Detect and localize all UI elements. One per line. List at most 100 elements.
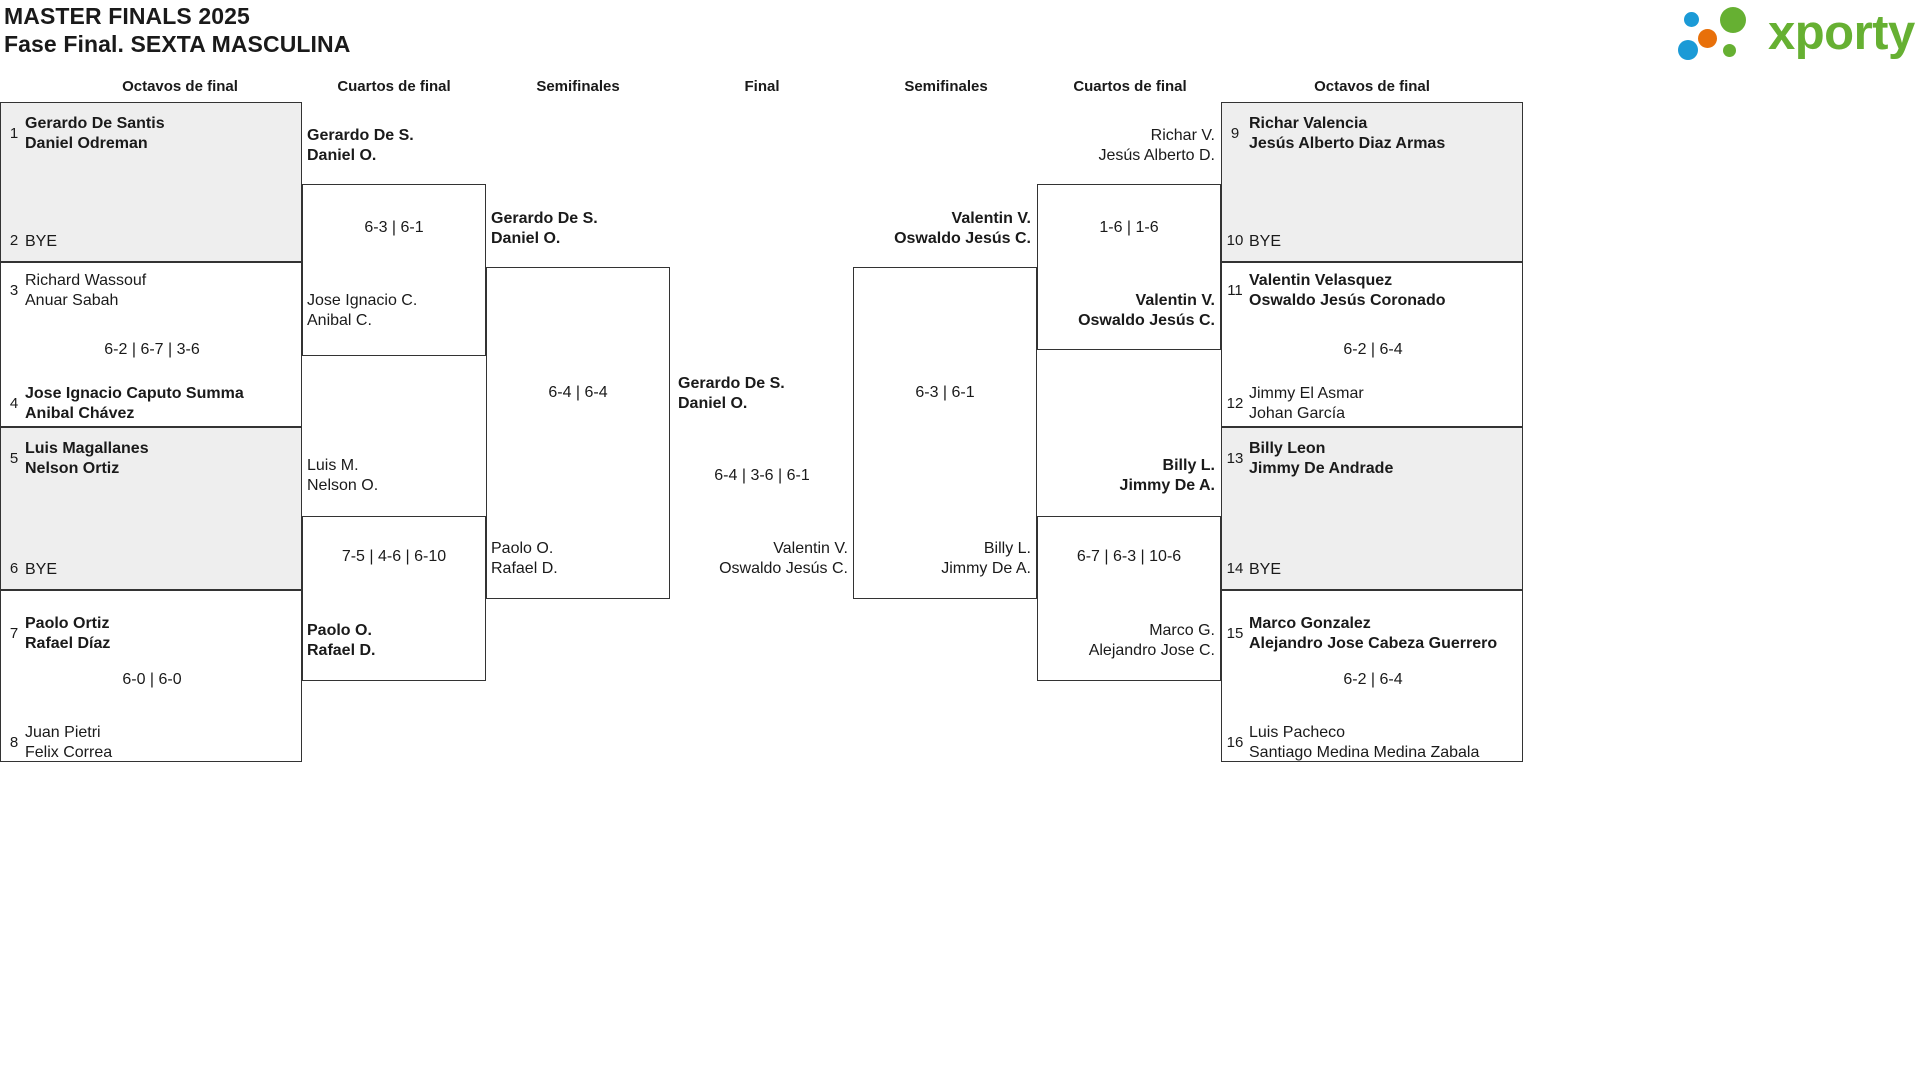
- match-score: 6-2 | 6-4: [1343, 671, 1403, 688]
- seed-number: 6: [9, 560, 19, 577]
- qf-match-right-2-box[interactable]: [1037, 516, 1221, 681]
- player-line-2: Nelson Ortiz: [25, 459, 120, 477]
- qf-left-2-advancer: Paolo O. Rafael D.: [307, 621, 375, 660]
- r16-match-left-2[interactable]: 3 Richard Wassouf Anuar Sabah 6-2 | 6-7 …: [0, 262, 302, 427]
- player-line-1: Billy Leon: [1249, 440, 1326, 457]
- player-names: Jose Ignacio Caputo Summa Anibal Chávez: [25, 384, 244, 423]
- player-line-2: Anibal C.: [307, 311, 372, 329]
- player-line-2: Rafael D.: [491, 559, 558, 577]
- player-names: Luis Pacheco Santiago Medina Medina Zaba…: [1249, 723, 1480, 761]
- player-line-1: Richard Wassouf: [25, 272, 147, 289]
- round-header-left-r16: Octavos de final: [122, 78, 238, 95]
- player-line-1: BYE: [25, 233, 58, 250]
- match-score: 6-0 | 6-0: [122, 671, 182, 688]
- seed-number: 7: [9, 625, 19, 642]
- player-line-1: Valentin V.: [773, 540, 848, 557]
- player-names: Richar Valencia Jesús Alberto Diaz Armas: [1249, 114, 1445, 153]
- player-line-2: Alejandro Jose C.: [1088, 641, 1215, 659]
- player-line-2: Jimmy De A.: [941, 559, 1031, 577]
- player-line-1: Jose Ignacio C.: [307, 292, 418, 309]
- player-line-1: Gerardo De S.: [307, 127, 414, 144]
- player-line-1: Paolo O.: [307, 622, 372, 639]
- player-line-1: Valentin V.: [951, 210, 1031, 227]
- r16-match-right-1[interactable]: 9 Richar Valencia Jesús Alberto Diaz Arm…: [1221, 102, 1523, 262]
- r16-match-right-2[interactable]: 11 Valentin Velasquez Oswaldo Jesús Coro…: [1221, 262, 1523, 427]
- player-names: Juan Pietri Felix Correa: [25, 723, 113, 761]
- seed-number: 8: [9, 734, 19, 751]
- qf-right-2-loser: Marco G. Alejandro Jose C.: [1037, 621, 1215, 660]
- logo-dot-blue-small: [1684, 12, 1699, 27]
- player-line-2: Santiago Medina Medina Zabala: [1249, 743, 1480, 761]
- player-line-1: Billy L.: [1162, 457, 1215, 474]
- player-line-1: Richar Valencia: [1249, 115, 1368, 132]
- player-line-1: BYE: [1249, 233, 1282, 250]
- player-line-2: Felix Correa: [25, 743, 113, 761]
- player-line-1: BYE: [1249, 561, 1282, 578]
- player-line-1: Luis Magallanes: [25, 440, 149, 457]
- match-score: 6-7 | 6-3 | 10-6: [1076, 548, 1182, 565]
- qf-right-1-advancer: Valentin V. Oswaldo Jesús C.: [1037, 291, 1215, 330]
- sf-left-advancer: Gerardo De S. Daniel O.: [491, 209, 598, 248]
- player-line-1: Juan Pietri: [25, 724, 101, 741]
- player-names: Valentin Velasquez Oswaldo Jesús Coronad…: [1249, 271, 1445, 310]
- qf-match-left-1-box[interactable]: [302, 184, 486, 356]
- player-line-1: Jimmy El Asmar: [1249, 385, 1364, 402]
- seed-number: 2: [9, 232, 19, 249]
- round-header-right-r16: Octavos de final: [1314, 78, 1430, 95]
- player-line-2: Daniel O.: [678, 394, 748, 412]
- player-names: Jimmy El Asmar Johan García: [1249, 384, 1364, 423]
- player-line-2: Johan García: [1249, 404, 1346, 422]
- r16-match-right-3[interactable]: 13 Billy Leon Jimmy De Andrade 14 BYE: [1221, 427, 1523, 590]
- player-names: Marco Gonzalez Alejandro Jose Cabeza Gue…: [1249, 614, 1497, 653]
- player-line-2: Alejandro Jose Cabeza Guerrero: [1249, 634, 1498, 652]
- qf-left-1-loser: Jose Ignacio C. Anibal C.: [307, 291, 417, 330]
- r16-match-left-1[interactable]: 1 Gerardo De Santis Daniel Odreman 2 BYE: [0, 102, 302, 262]
- player-line-1: Paolo O.: [491, 540, 554, 557]
- tournament-name: MASTER FINALS 2025: [4, 3, 250, 29]
- sf-right-advancer: Valentin V. Oswaldo Jesús C.: [853, 209, 1031, 248]
- logo-dots-icon: [1676, 4, 1772, 62]
- seed-number: 13: [1226, 450, 1244, 467]
- player-line-1: Valentin V.: [1135, 292, 1215, 309]
- qf-match-left-2-box[interactable]: [302, 516, 486, 681]
- sf-right-loser: Billy L. Jimmy De A.: [853, 539, 1031, 578]
- sf-match-left-box[interactable]: [486, 267, 670, 599]
- player-line-1: Luis Pacheco: [1249, 724, 1346, 741]
- round-header-left-qf: Cuartos de final: [337, 78, 451, 95]
- match-score: 6-4 | 6-4: [548, 384, 608, 401]
- match-score: 6-3 | 6-1: [364, 219, 424, 236]
- match-score: 1-6 | 1-6: [1099, 219, 1159, 236]
- player-line-1: Paolo Ortiz: [25, 615, 110, 632]
- r16-match-left-3[interactable]: 5 Luis Magallanes Nelson Ortiz 6 BYE: [0, 427, 302, 590]
- seed-number: 10: [1226, 232, 1244, 249]
- player-line-2: Anuar Sabah: [25, 291, 119, 309]
- player-line-2: Nelson O.: [307, 476, 379, 494]
- player-names: BYE: [25, 560, 57, 580]
- logo-dot-blue-large: [1678, 40, 1698, 60]
- player-line-1: Billy L.: [983, 540, 1031, 557]
- player-names: Luis Magallanes Nelson Ortiz: [25, 439, 149, 478]
- seed-number: 11: [1227, 282, 1243, 299]
- player-line-1: Valentin Velasquez: [1249, 272, 1393, 289]
- player-line-1: Marco G.: [1149, 622, 1215, 639]
- sf-match-right-box[interactable]: [853, 267, 1037, 599]
- r16-match-left-4[interactable]: 7 Paolo Ortiz Rafael Díaz 6-0 | 6-0 8 Ju…: [0, 590, 302, 762]
- qf-left-2-loser: Luis M. Nelson O.: [307, 456, 378, 495]
- player-names: Billy Leon Jimmy De Andrade: [1249, 439, 1393, 478]
- xporty-logo: xporty: [1676, 4, 1915, 62]
- player-line-2: Oswaldo Jesús C.: [894, 229, 1031, 247]
- logo-dot-green-large: [1720, 7, 1746, 33]
- match-score: 6-2 | 6-7 | 3-6: [104, 341, 200, 358]
- tournament-phase: Fase Final. SEXTA MASCULINA: [4, 31, 351, 57]
- player-line-2: Jimmy De Andrade: [1249, 459, 1394, 477]
- player-names: BYE: [25, 232, 57, 252]
- match-score: 7-5 | 4-6 | 6-10: [341, 548, 447, 565]
- player-line-2: Oswaldo Jesús C.: [1078, 311, 1215, 329]
- qf-match-right-1-box[interactable]: [1037, 184, 1221, 350]
- round-header-final: Final: [744, 78, 780, 95]
- seed-number: 4: [9, 395, 19, 412]
- player-line-1: Gerardo De Santis: [25, 115, 165, 132]
- player-names: Richard Wassouf Anuar Sabah: [25, 271, 146, 310]
- seed-number: 5: [9, 450, 19, 467]
- r16-match-right-4[interactable]: 15 Marco Gonzalez Alejandro Jose Cabeza …: [1221, 590, 1523, 762]
